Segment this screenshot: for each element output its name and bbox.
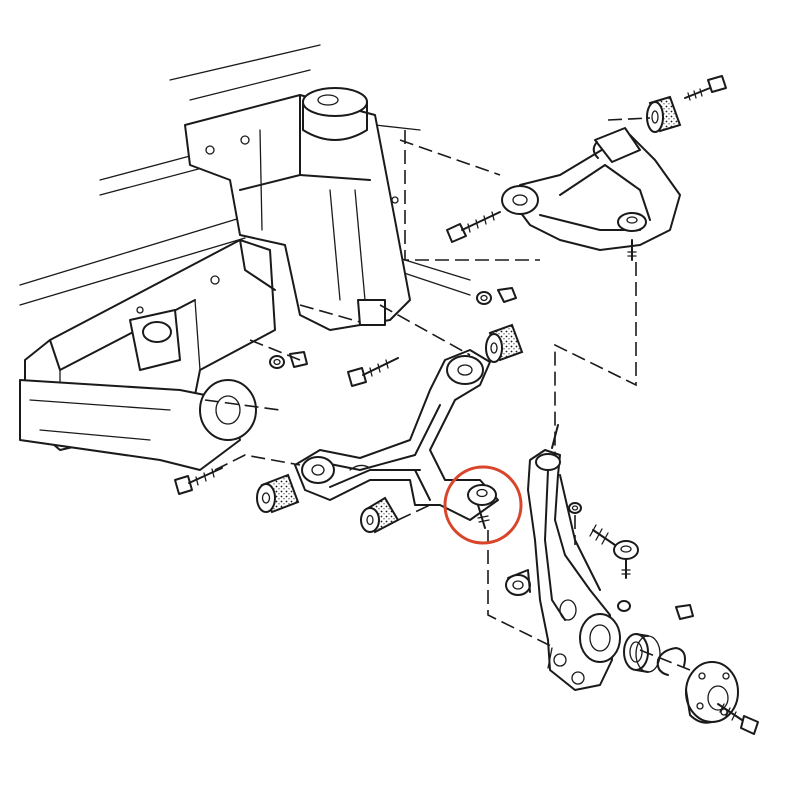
knuckle-nut	[568, 502, 582, 514]
lower-arm-front-bolt	[174, 467, 223, 495]
assembly-guide-lines	[204, 117, 691, 671]
washer-nut-set-upper	[476, 287, 517, 305]
lower-arm-rear-bushing	[485, 323, 524, 363]
tie-rod-end	[589, 524, 639, 579]
wheel-hub	[685, 661, 739, 724]
upper-arm-bolt	[684, 75, 727, 101]
ball-joint-highlight-circle	[443, 465, 523, 545]
upper-arm-front-bolt	[446, 211, 501, 243]
snap-ring	[656, 647, 686, 676]
lower-arm-front-bushing	[256, 473, 300, 514]
upper-arm-bushing	[646, 95, 682, 133]
lower-arm-bolt	[347, 357, 399, 387]
hub-bolt	[717, 703, 759, 735]
wheel-bearing	[623, 633, 661, 673]
subframe	[19, 44, 471, 471]
washer-nut-set-lower	[269, 351, 308, 369]
lower-arm-mid-bushing	[360, 496, 400, 534]
steering-knuckle	[527, 424, 621, 691]
lower-control-arm	[294, 349, 499, 529]
upper-control-arm	[501, 127, 681, 261]
tie-rod-nut	[617, 600, 694, 620]
knuckle-bushing	[505, 569, 531, 596]
